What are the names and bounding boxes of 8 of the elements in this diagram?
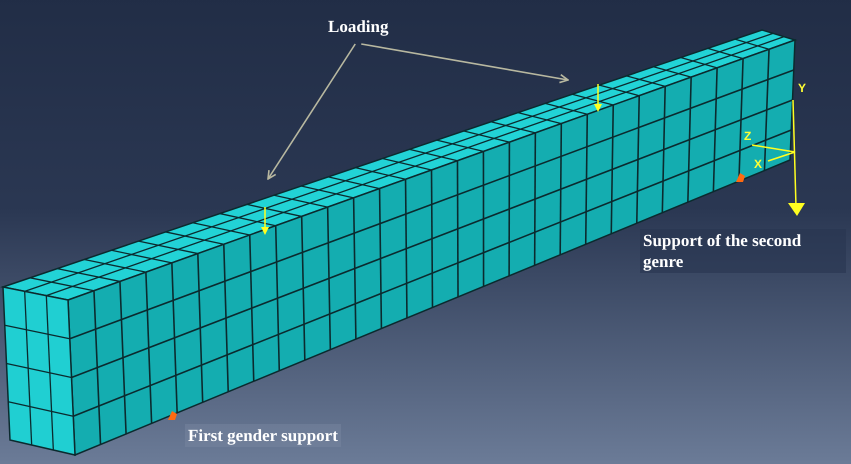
- support-label: First gender support: [185, 424, 341, 447]
- leader-line: [361, 43, 569, 84]
- axis-label: X: [754, 158, 762, 171]
- support-label: Support of the second genre: [640, 229, 846, 273]
- axis-label: Z: [744, 130, 752, 143]
- leader-line: [267, 44, 356, 180]
- callout-label: Loading: [328, 16, 388, 43]
- axis-label: Y: [798, 82, 806, 95]
